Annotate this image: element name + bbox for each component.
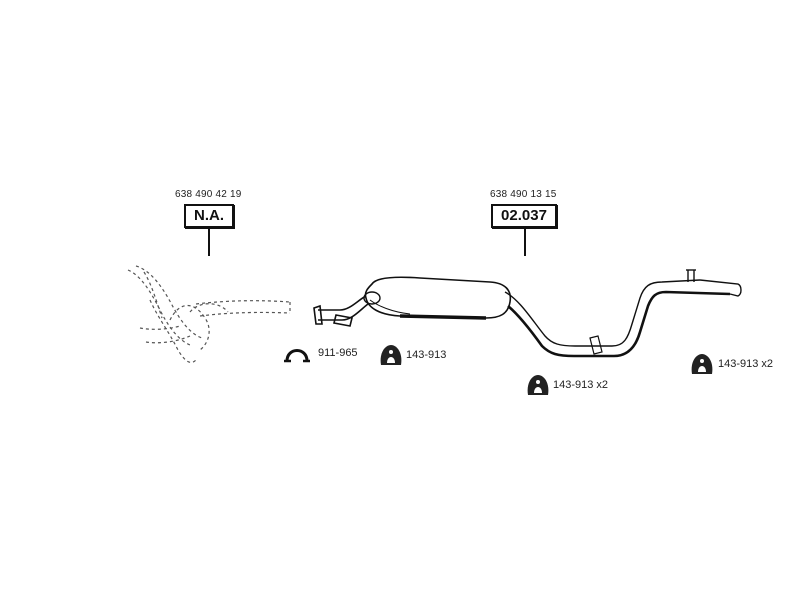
accessory-label-mount-1: 143-913 (406, 349, 447, 361)
tail-pipe (504, 269, 742, 358)
rubber-mount-icon (527, 375, 549, 395)
reference-box-2: 02.037 (491, 204, 557, 228)
reference-box-1: N.A. (184, 204, 234, 228)
part-number-2: 638 490 13 15 (490, 189, 557, 200)
rubber-mount-icon (380, 345, 402, 365)
front-pipe-dashed (127, 265, 291, 363)
accessory-label-mount-2: 143-913 x2 (553, 379, 609, 391)
rubber-mount-icon (691, 354, 713, 374)
accessory-label-clamp: 911-965 (318, 347, 358, 359)
part-number-1: 638 490 42 19 (175, 189, 242, 200)
leader-line-2 (524, 226, 526, 256)
leader-line-1 (208, 226, 210, 256)
accessory-label-mount-3: 143-913 x2 (718, 358, 774, 370)
rear-silencer (363, 276, 512, 320)
connection-pipe (313, 295, 369, 327)
clamp-icon (284, 349, 310, 363)
